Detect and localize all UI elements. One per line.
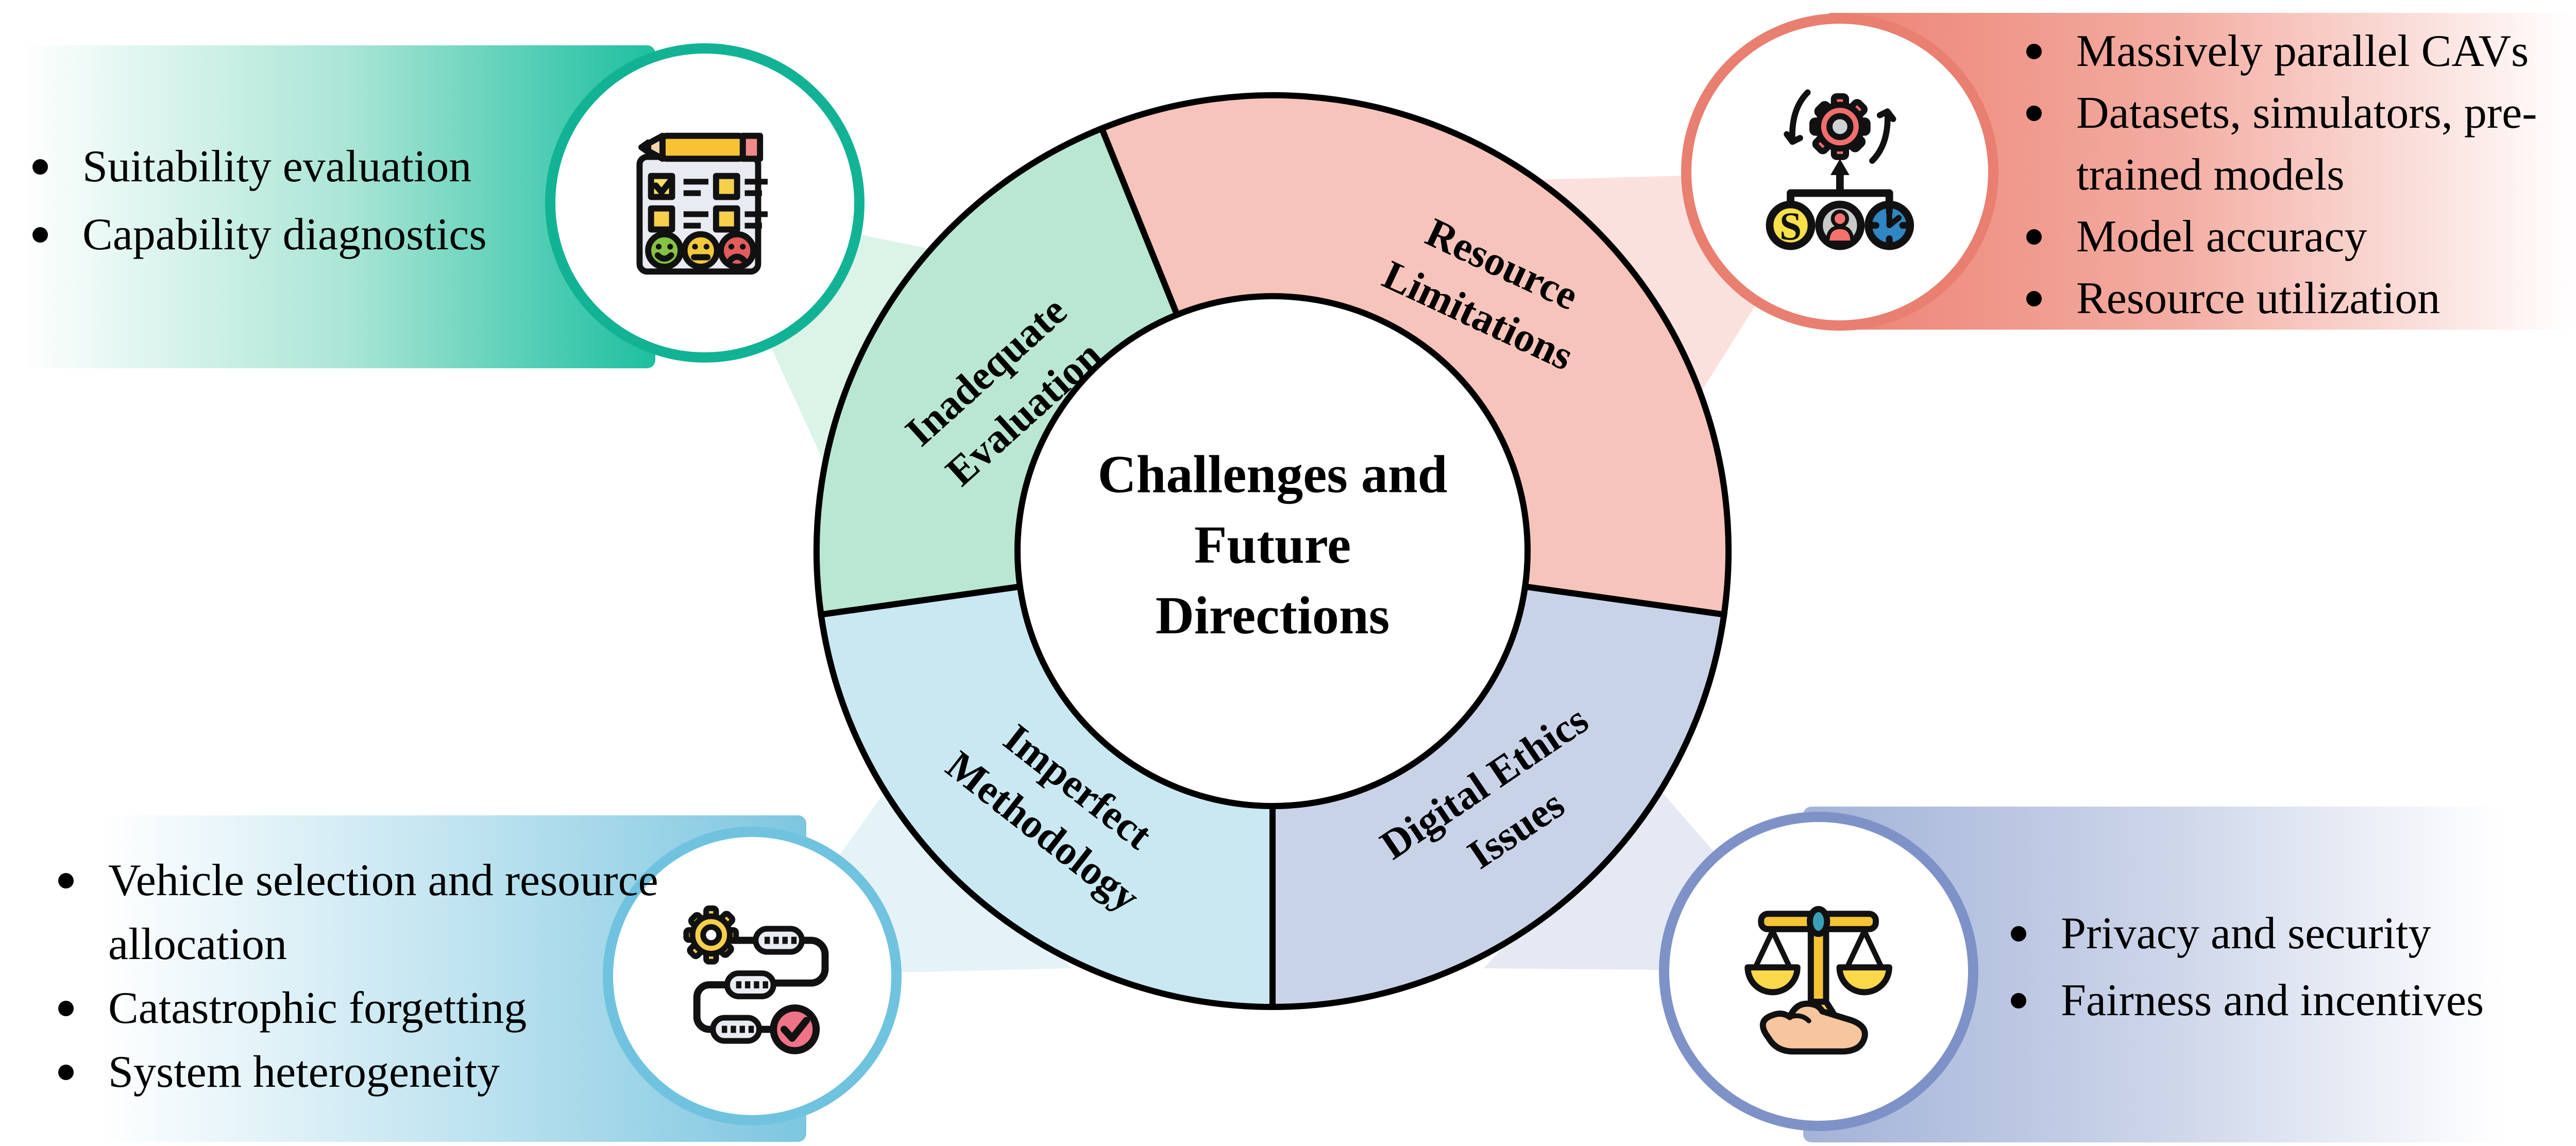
- list-item: Model accuracy: [2022, 206, 2576, 268]
- workflow-process-icon: [683, 905, 829, 1055]
- list-item: Privacy and security: [2007, 900, 2576, 967]
- list-item: Massively parallel CAVs: [2022, 21, 2576, 82]
- list-item: Fairness and incentives: [2007, 967, 2576, 1034]
- list-item: Datasets, simulators, pre-trained models: [2022, 82, 2576, 206]
- list-item: Catastrophic forgetting: [54, 977, 683, 1040]
- title-line: Directions: [1155, 586, 1390, 645]
- resource-allocation-icon: S: [1766, 89, 1914, 250]
- svg-text:S: S: [1780, 204, 1802, 248]
- list-item: System heterogeneity: [54, 1040, 683, 1104]
- donut-segment-inadequate-evaluation: [813, 124, 1181, 618]
- evaluation-icon-badge: [545, 43, 865, 363]
- list-item: Resource utilization: [2022, 268, 2576, 330]
- list-item: Vehicle selection and resource allocatio…: [54, 849, 683, 977]
- ethics-icon-badge: [1659, 812, 1978, 1131]
- list-imperfect-methodology: Vehicle selection and resource allocatio…: [54, 849, 683, 1104]
- list-item: Suitability evaluation: [28, 133, 621, 201]
- donut-segment-imperfect-methodology: [817, 583, 1276, 1011]
- donut-center-title: Challenges and Future Directions: [1097, 439, 1447, 651]
- resource-icon-badge: S: [1681, 13, 1998, 331]
- title-line: Future: [1194, 515, 1351, 575]
- donut-segment-digital-ethics-issues: [1269, 583, 1728, 1011]
- donut-segment-resource-limitations: [1097, 92, 1732, 618]
- survey-checklist-icon: [636, 133, 768, 275]
- balance-scale-icon: [1744, 906, 1893, 1055]
- title-line: Challenges and: [1097, 444, 1448, 504]
- list-item: Capability diagnostics: [28, 201, 621, 269]
